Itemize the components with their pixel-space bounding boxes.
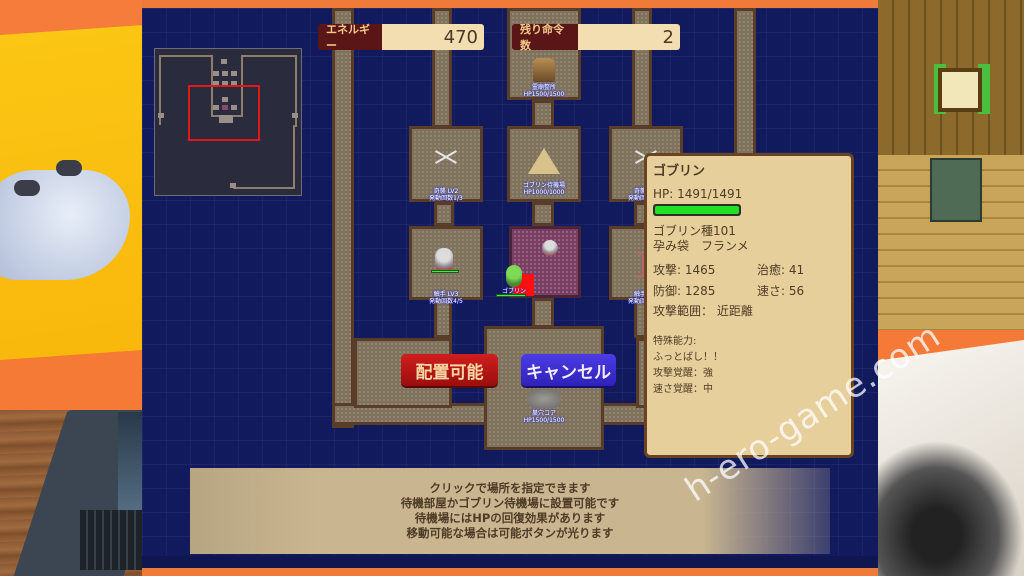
unit-mother: 孕み袋 フランメ bbox=[653, 239, 749, 253]
help-line: 待機場にはHPの回復効果があります bbox=[414, 511, 606, 525]
backdrop-stove bbox=[930, 158, 982, 222]
minimap-node bbox=[158, 113, 164, 118]
minimap-node bbox=[231, 71, 237, 76]
minimap[interactable] bbox=[154, 48, 302, 196]
corridor-left-outer bbox=[332, 8, 354, 428]
minimap-node bbox=[231, 81, 237, 86]
tent-sprite bbox=[528, 148, 560, 174]
energy-counter: エネルギー 470 bbox=[318, 23, 484, 52]
minimap-path bbox=[159, 55, 161, 125]
minimap-node bbox=[231, 105, 237, 110]
backdrop-laptop-screen bbox=[118, 412, 142, 512]
minimap-node bbox=[213, 71, 219, 76]
trap-label: 奇襲発動回数 bbox=[627, 188, 653, 202]
room-throne[interactable] bbox=[507, 8, 581, 100]
hp-value: 1491/1491 bbox=[677, 187, 743, 201]
minimap-path bbox=[233, 187, 295, 189]
corridor-center bbox=[532, 202, 554, 226]
tentacle-trap-icon bbox=[634, 252, 644, 278]
help-line: クリックで場所を指定できます bbox=[429, 481, 591, 495]
help-message-box: クリックで場所を指定できます 待機部屋かゴブリン待機場に設置可能です 待機場には… bbox=[190, 468, 830, 554]
commands-counter: 残り命令数 2 bbox=[512, 23, 680, 52]
controller-stick bbox=[56, 160, 82, 176]
trap-label: 触手発動回数 bbox=[627, 291, 653, 305]
minimap-core bbox=[219, 115, 233, 123]
minimap-path bbox=[293, 125, 295, 189]
minimap-node bbox=[221, 59, 227, 64]
energy-value: 470 bbox=[382, 24, 484, 50]
minimap-node bbox=[222, 81, 228, 86]
hp-label: HP: bbox=[653, 187, 674, 201]
room-core[interactable] bbox=[484, 326, 604, 450]
stat-speed: 速さ: 56 bbox=[757, 284, 805, 298]
help-line: 待機部屋かゴブリン待機場に設置可能です bbox=[400, 496, 620, 510]
corridor-center bbox=[532, 298, 554, 328]
goblin-sprite[interactable] bbox=[506, 265, 522, 287]
stat-defense: 防御: 1285 bbox=[653, 284, 716, 298]
backdrop-window bbox=[938, 68, 982, 112]
room-left-upper[interactable] bbox=[409, 126, 483, 202]
corridor-center bbox=[532, 100, 554, 128]
minimap-node bbox=[222, 71, 228, 76]
special-abilities-header: 特殊能力: bbox=[653, 336, 697, 347]
commands-label: 残り命令数 bbox=[512, 23, 578, 52]
help-line: 移動可能な場合は可能ボタンが光ります bbox=[406, 526, 614, 540]
unit-hp-bar bbox=[496, 294, 526, 297]
unit-stats: 攻撃: 1465 治癒: 41 防御: 1285 速さ: 56 bbox=[653, 260, 845, 302]
unit-hp-bar bbox=[431, 270, 459, 273]
minimap-viewport[interactable] bbox=[188, 85, 260, 141]
backdrop-right bbox=[878, 0, 1024, 576]
captive-sprite bbox=[542, 240, 558, 256]
minimap-node bbox=[213, 105, 219, 110]
unit-info-panel: ゴブリン HP: 1491/1491 ゴブリン種101 孕み袋 フランメ 攻撃:… bbox=[644, 153, 854, 458]
swords-trap-icon bbox=[432, 148, 458, 166]
unit-label: ゴブリン bbox=[501, 288, 527, 295]
nest-core-sprite bbox=[527, 390, 561, 408]
minimap-path bbox=[295, 55, 297, 127]
unit-species: ゴブリン種101 bbox=[653, 224, 736, 238]
place-button[interactable]: 配置可能 bbox=[401, 354, 498, 386]
special-ability: 速さ覚醒：中 bbox=[653, 384, 713, 395]
room-goblin-standby[interactable] bbox=[507, 126, 581, 202]
controller-stick bbox=[14, 180, 40, 196]
minimap-node bbox=[292, 113, 298, 118]
minimap-node-selected bbox=[222, 105, 228, 110]
knight-sprite bbox=[435, 248, 453, 272]
minimap-node bbox=[213, 81, 219, 86]
bottom-strip bbox=[142, 556, 878, 568]
minimap-path bbox=[243, 55, 295, 57]
backdrop-left bbox=[0, 0, 142, 576]
special-ability: 攻撃覚醒：強 bbox=[653, 368, 713, 379]
backdrop-gamepad bbox=[878, 440, 1024, 576]
minimap-node bbox=[230, 183, 236, 188]
energy-label: エネルギー bbox=[318, 23, 382, 52]
backdrop-controller-image bbox=[0, 150, 140, 300]
hp-bar bbox=[653, 204, 741, 216]
minimap-path bbox=[159, 55, 211, 57]
commands-value: 2 bbox=[578, 24, 680, 50]
stat-attack: 攻撃: 1465 bbox=[653, 263, 716, 277]
minimap-node bbox=[222, 97, 228, 102]
unit-hp: HP: 1491/1491 bbox=[653, 187, 845, 201]
corridor-left-lower bbox=[354, 338, 452, 408]
special-ability: ふっとばし！！ bbox=[653, 352, 723, 363]
throne-sprite bbox=[533, 58, 555, 82]
corridor-left bbox=[434, 202, 454, 226]
attack-range: 攻撃範囲： 近距離 bbox=[653, 304, 753, 318]
corridor-left-link bbox=[434, 293, 452, 338]
cancel-button[interactable]: キャンセル bbox=[521, 354, 616, 386]
backdrop-keyboard bbox=[80, 510, 142, 570]
hp-bar-fill bbox=[655, 206, 739, 214]
unit-name: ゴブリン bbox=[653, 164, 706, 179]
stat-heal: 治癒: 41 bbox=[757, 263, 805, 277]
